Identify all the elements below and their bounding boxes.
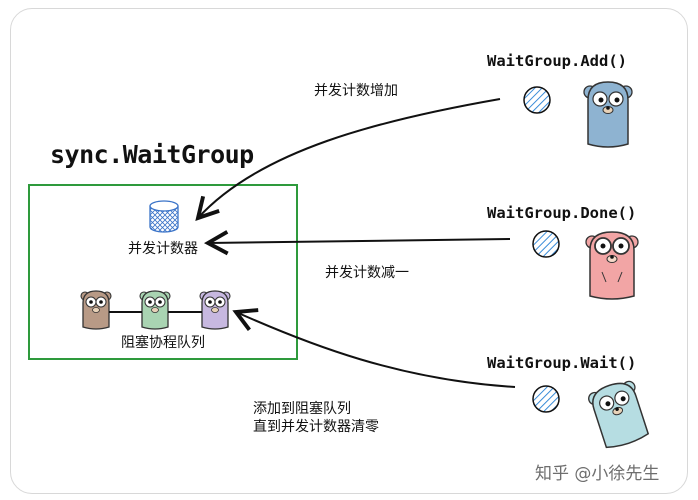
queue-gopher-lilac-icon — [199, 290, 231, 330]
queue-label: 阻塞协程队列 — [121, 335, 205, 351]
goroutine-circle-wait — [532, 385, 560, 413]
gopher-blue-icon — [583, 81, 633, 148]
watermark: 知乎 @小徐先生 — [535, 464, 660, 484]
increment-label: 并发计数增加 — [314, 83, 398, 99]
diagram-title: sync.WaitGroup — [50, 140, 254, 169]
api-add-label: WaitGroup.Add() — [487, 52, 627, 70]
waitgroup-box — [28, 184, 298, 360]
arrow-done — [203, 230, 511, 256]
goroutine-circle-add — [523, 86, 551, 114]
arrow-add — [195, 98, 501, 221]
diagram-card — [10, 8, 688, 494]
api-wait-label: WaitGroup.Wait() — [487, 354, 637, 372]
arrow-wait — [232, 308, 516, 388]
gopher-pink-icon — [585, 231, 639, 300]
counter-label: 并发计数器 — [128, 241, 198, 257]
wait-desc-line2: 直到并发计数器清零 — [253, 419, 379, 435]
decrement-label: 并发计数减一 — [325, 265, 409, 281]
queue-gopher-brown-icon — [80, 290, 112, 330]
wait-desc-line1: 添加到阻塞队列 — [253, 401, 351, 417]
goroutine-circle-done — [532, 230, 560, 258]
counter-database-icon — [149, 200, 179, 233]
gopher-teal-icon — [588, 380, 650, 449]
api-done-label: WaitGroup.Done() — [487, 204, 637, 222]
queue-gopher-green-icon — [139, 290, 171, 330]
